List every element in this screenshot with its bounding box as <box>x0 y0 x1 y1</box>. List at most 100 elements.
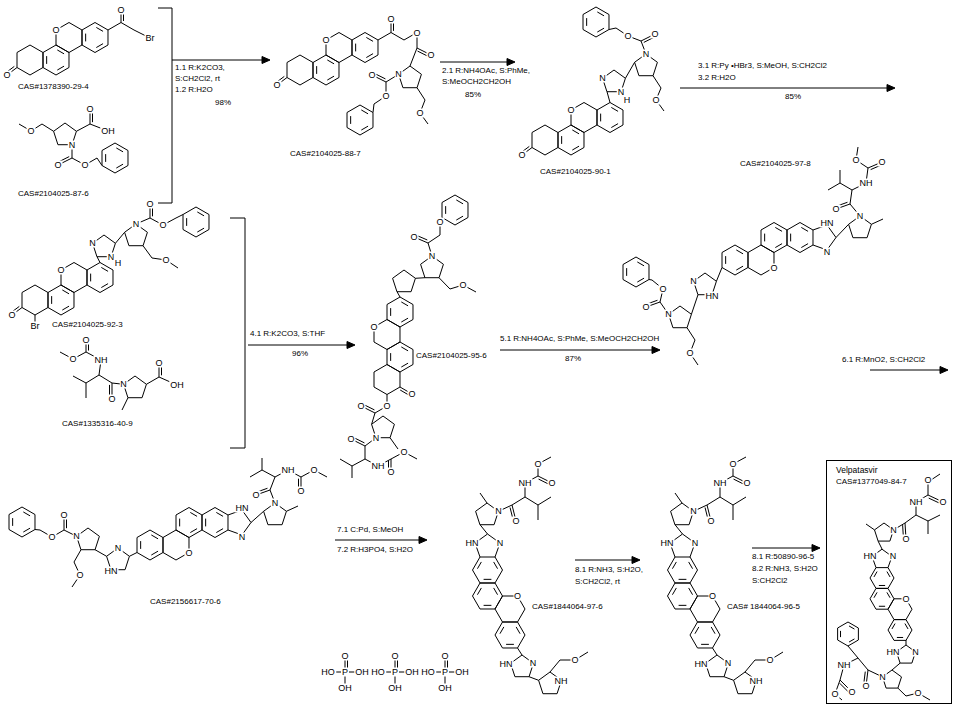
bond-line <box>473 557 503 583</box>
atom-label: O <box>533 460 542 469</box>
atom-label: N <box>119 380 128 389</box>
atom-label: O <box>369 323 378 332</box>
bond-line <box>761 223 787 253</box>
atom-label: HN <box>499 660 514 669</box>
bond-line <box>140 541 141 549</box>
reaction-arrow <box>752 548 814 549</box>
cas-number: CAS#2104025-90-1 <box>540 168 611 176</box>
bond-line <box>12 518 13 526</box>
atom-label: HN <box>863 552 878 561</box>
atom-label: N <box>689 277 698 286</box>
bond-line <box>736 250 743 254</box>
bond-line <box>713 648 718 655</box>
bond-line <box>888 620 912 641</box>
bond-line <box>871 219 883 224</box>
reaction-condition: 8.1 R:NH3, S:H2O, <box>575 566 643 574</box>
bond-line <box>62 290 69 294</box>
bond-line <box>9 507 35 537</box>
bond-line <box>355 44 356 52</box>
atom-label: HN <box>104 567 119 576</box>
bond-line <box>415 277 425 279</box>
bond-line <box>874 572 877 577</box>
bond-line <box>228 510 251 535</box>
reaction-condition: S:CH2Cl2, rt <box>575 578 620 586</box>
bond-line <box>216 512 223 516</box>
bond-line <box>390 353 391 361</box>
atom-label: N <box>72 532 81 541</box>
reactant-bracket <box>230 218 245 448</box>
bond-line <box>840 631 841 637</box>
atom-label: O <box>367 71 376 80</box>
atom-label: O <box>650 30 659 39</box>
bond-line <box>745 652 783 672</box>
bond-line <box>72 550 81 587</box>
bond-line <box>637 278 644 282</box>
bond-line <box>143 246 178 268</box>
bond-line <box>607 92 610 103</box>
bond-line <box>90 274 91 282</box>
bond-line <box>477 588 481 595</box>
atom-label: O <box>309 466 318 475</box>
bond-line <box>183 207 209 237</box>
reaction-condition: 8.2 R:NH3, S:H2O <box>752 565 818 573</box>
atom-label: HN <box>705 292 720 301</box>
atom-label: O <box>382 402 391 411</box>
bond-line <box>456 216 463 220</box>
reaction-condition: 7.2 R:H3PO4, S:H2O <box>337 546 413 554</box>
bond-line <box>205 519 206 527</box>
atom-label: HN <box>886 648 901 657</box>
bond-line <box>96 27 103 31</box>
atom-label: O <box>517 151 526 160</box>
bond-line <box>764 234 765 242</box>
atom-label: O <box>641 303 650 312</box>
atom-label: O <box>340 652 349 661</box>
bond-line <box>352 33 378 63</box>
bond-line <box>672 562 676 569</box>
bond-line <box>838 622 859 646</box>
bond-line <box>397 292 400 297</box>
atom-label: O <box>53 161 62 170</box>
atom-label: O <box>570 656 579 665</box>
bond-line <box>538 505 539 520</box>
bond-line <box>137 530 163 560</box>
bond-line <box>101 284 108 288</box>
reaction-condition: S:CH2Cl2 <box>752 577 788 585</box>
atom-label: O <box>769 263 778 272</box>
bond-line <box>186 218 187 226</box>
bond-line <box>484 579 492 580</box>
atom-label: NH <box>837 661 852 670</box>
atom-label: O <box>407 390 416 399</box>
reaction-condition: 7.1 C:Pd, S:MeOH <box>337 526 403 534</box>
atom-label: H <box>114 259 123 268</box>
bond-line <box>262 458 263 470</box>
atom-label: O <box>765 656 774 665</box>
bond-line <box>916 515 940 521</box>
atom-label: O <box>386 15 395 24</box>
atom-label: N <box>428 252 437 261</box>
atom-label: N <box>642 50 651 59</box>
atom-label: O <box>296 487 305 496</box>
bond-line <box>675 493 682 503</box>
atom-label: OH <box>387 684 403 693</box>
cas-number: CAS#1844064-97-6 <box>532 603 603 611</box>
brackets <box>158 8 245 448</box>
bond-line <box>695 627 699 634</box>
reaction-condition: 8.1 R:50890-96-5 <box>752 553 814 561</box>
bond-line <box>51 296 52 304</box>
bond-line <box>401 363 408 367</box>
bond-line <box>129 553 137 557</box>
atom-label: HN <box>660 539 675 548</box>
structures <box>7 7 943 700</box>
reaction-condition: S:CH2Cl2, rt <box>175 75 220 83</box>
atom-label: N <box>878 673 887 682</box>
atom-label: N <box>114 544 123 553</box>
bond-line <box>498 457 551 511</box>
atom-label: O <box>47 533 56 542</box>
atom-label: O <box>409 233 418 242</box>
bond-line <box>874 592 877 597</box>
bond-line <box>611 107 618 111</box>
bond-line <box>22 285 48 315</box>
bond-line <box>327 76 334 80</box>
bond-line <box>85 34 86 42</box>
bond-line <box>116 164 123 168</box>
